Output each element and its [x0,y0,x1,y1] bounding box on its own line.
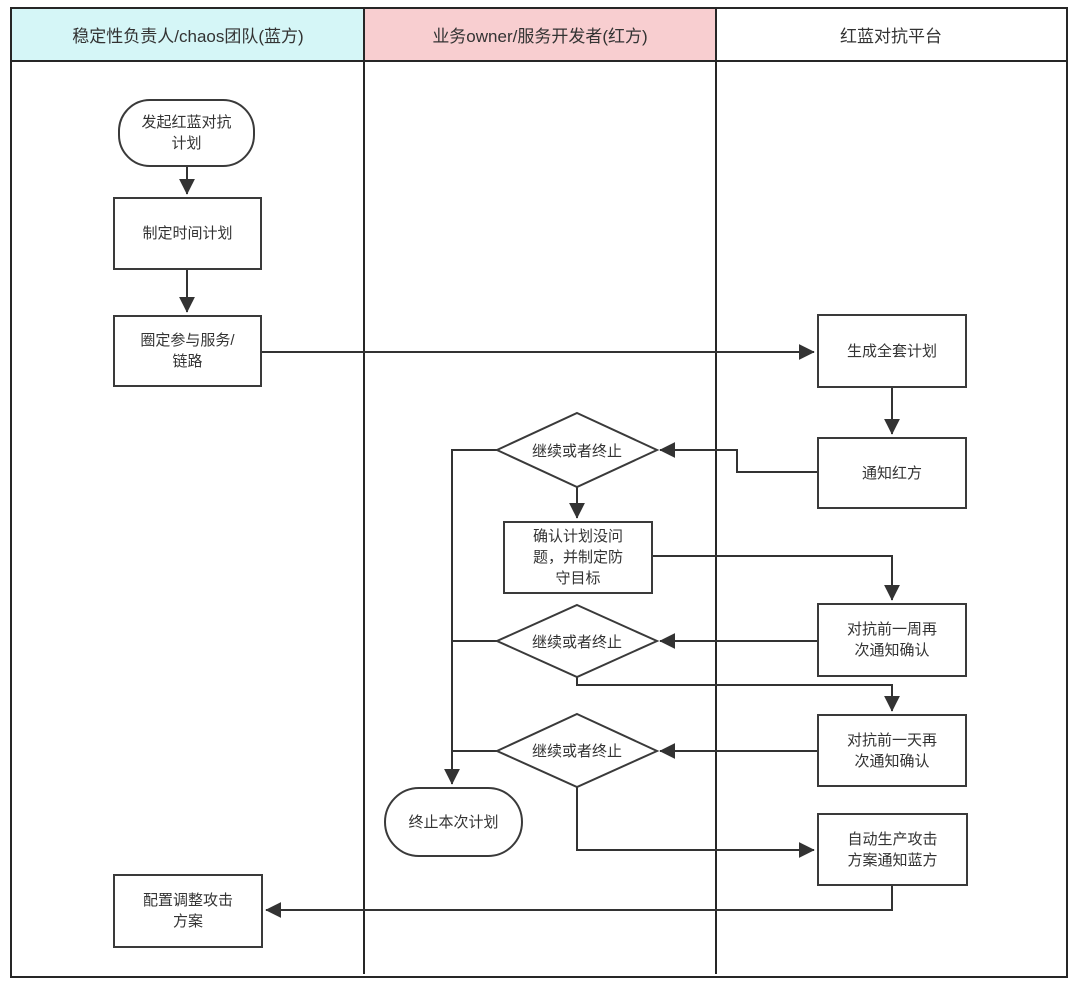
lane-title-red-team: 业务owner/服务开发者(红方) [432,27,648,46]
notify-week-before-node: 对抗前一周再 次通知确认 [817,603,967,677]
swimlane-frame [10,7,1068,978]
generate-full-plan-node: 生成全套计划 [817,314,967,388]
lane-title-platform: 红蓝对抗平台 [840,27,942,46]
decision-2-shape [494,603,660,679]
lane-header-blue-team: 稳定性负责人/chaos团队(蓝方) [12,9,364,62]
lane-divider-1 [363,9,365,974]
terminate-plan-node: 终止本次计划 [384,787,523,857]
edge-decision1-to-terminate [444,449,497,785]
edge-confirm-to-week-notify [653,555,900,601]
decision-1-shape [494,411,660,489]
edge-decision2-to-day-notify [576,677,900,712]
notify-red-team-node: 通知红方 [817,437,967,509]
confirm-plan-node: 确认计划没问 题，并制定防 守目标 [503,521,653,594]
make-time-plan-node: 制定时间计划 [113,197,262,270]
adjust-attack-plan-node: 配置调整攻击 方案 [113,874,263,948]
lane-divider-2 [715,9,717,974]
lane-header-red-team: 业务owner/服务开发者(红方) [364,9,716,62]
decision-3-label: 继续或者终止 [531,743,622,760]
auto-generate-attack-node: 自动生产攻击 方案通知蓝方 [817,813,968,886]
edge-decision3-to-auto-attack [576,787,815,858]
edge-notify-red-to-decision1 [659,442,817,473]
decision-2-label: 继续或者终止 [531,633,622,651]
lane-title-blue-team: 稳定性负责人/chaos团队(蓝方) [72,27,304,46]
notify-day-before-node: 对抗前一天再 次通知确认 [817,714,967,787]
scope-services-node: 圈定参与服务/ 链路 [113,315,262,387]
lane-header-platform: 红蓝对抗平台 [716,9,1066,62]
edge-auto-attack-to-adjust [265,886,893,918]
decision-3-shape [494,712,660,789]
start-node: 发起红蓝对抗 计划 [118,99,255,167]
decision-1-label: 继续或者终止 [531,442,622,460]
